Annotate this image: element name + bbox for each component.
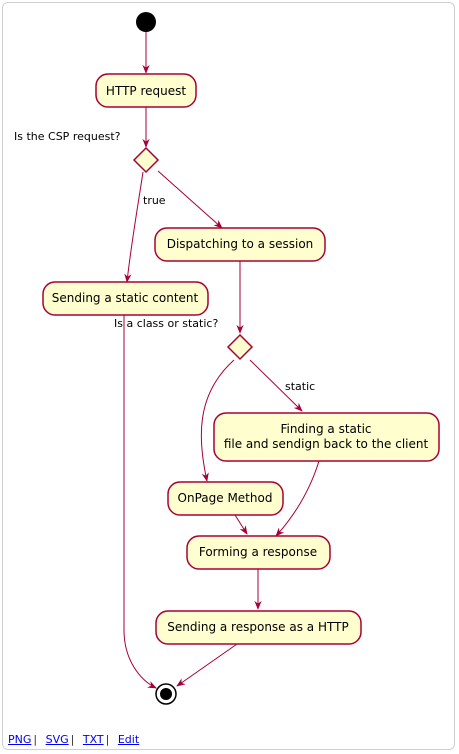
- txt-link[interactable]: TXT: [82, 733, 104, 746]
- node-finding-static-line2: file and sendign back to the client: [224, 437, 429, 451]
- decision-csp-label: Is the CSP request?: [14, 130, 121, 143]
- node-finding-static: [213, 412, 440, 462]
- node-finding-static-line1: Finding a static: [280, 422, 371, 436]
- node-dispatching: [154, 227, 326, 262]
- decision-class: [226, 333, 254, 361]
- node-dispatching-label: Dispatching to a session: [167, 237, 314, 251]
- node-onpage: [167, 481, 284, 516]
- separator: |: [105, 733, 110, 746]
- separator: |: [70, 733, 75, 746]
- node-http-request: [95, 73, 197, 108]
- node-sending-static: [42, 281, 209, 316]
- node-http-request-label: HTTP request: [106, 84, 186, 98]
- end-node-core: [160, 688, 172, 700]
- node-sending-static-label: Sending a static content: [52, 291, 199, 305]
- svg-link[interactable]: SVG: [45, 733, 69, 746]
- decision-class-static-label: static: [285, 380, 315, 393]
- arrow-finding-to-forming: [275, 460, 320, 537]
- arrow-onpage-to-forming: [234, 514, 248, 535]
- start-node: [136, 12, 156, 32]
- separator: |: [33, 733, 38, 746]
- edit-link[interactable]: Edit: [117, 733, 140, 746]
- arrow-decision2-to-onpage: [200, 359, 235, 482]
- node-forming-label: Forming a response: [199, 545, 317, 559]
- decision-csp-true-label: true: [143, 194, 166, 207]
- footer-links: PNG| SVG| TXT| Edit: [8, 733, 139, 746]
- node-onpage-label: OnPage Method: [178, 491, 273, 505]
- png-link[interactable]: PNG: [8, 733, 32, 746]
- arrow-decision-to-static: [124, 171, 144, 283]
- decision-csp: [132, 146, 160, 174]
- decision-class-label: Is a class or static?: [114, 317, 218, 330]
- arrow-static-to-end: [123, 315, 157, 689]
- node-forming: [186, 535, 331, 570]
- arrow-sending-to-end: [176, 643, 238, 687]
- arrow-decision-to-dispatch: [157, 170, 223, 229]
- arrow-decision2-to-finding: [249, 359, 303, 412]
- arrows: [123, 32, 320, 689]
- node-sending-response: [155, 610, 362, 645]
- node-sending-response-label: Sending a response as a HTTP: [167, 620, 348, 634]
